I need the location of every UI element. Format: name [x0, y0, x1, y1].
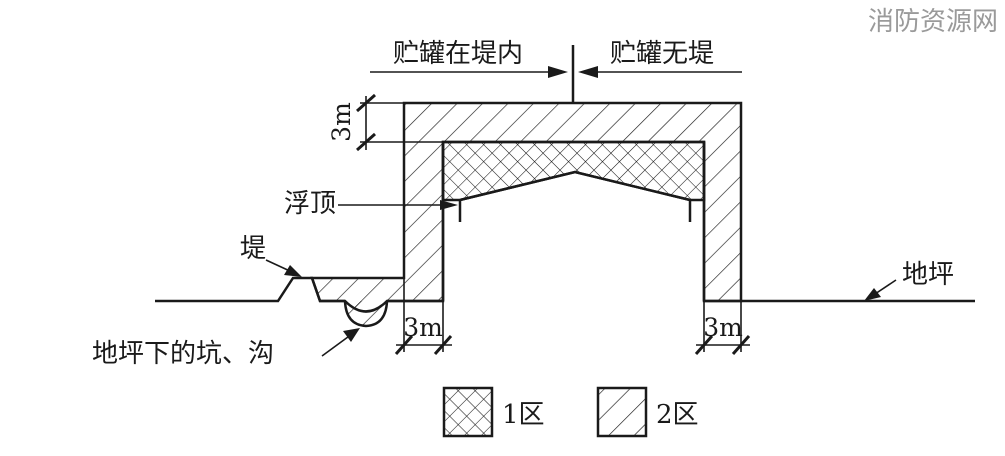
pits-arrowhead: [343, 328, 360, 342]
label-pits-trenches: 地坪下的坑、沟: [92, 339, 274, 369]
label-dike: 堤: [240, 234, 266, 264]
label-width-right-3m: 3m: [703, 313, 743, 342]
legend: 1区 2区: [442, 386, 699, 438]
ground-line: [155, 276, 345, 303]
label-tank-in-dike: 贮罐在堤内: [393, 39, 523, 69]
width-left-tick-b: [433, 335, 453, 355]
width-right-tick-b: [731, 335, 751, 355]
width-right-tick-a: [694, 335, 714, 355]
label-height-3m: 3m: [327, 102, 356, 142]
width-left-tick-a: [394, 335, 414, 355]
pit-trench: [343, 300, 389, 328]
label-width-left-3m: 3m: [403, 313, 443, 342]
zone-2-area: [310, 101, 743, 313]
divider-left-arrowhead: [548, 66, 568, 78]
zone-1-area: [441, 140, 706, 202]
legend-label-zone-2: 2区: [656, 400, 699, 430]
height-dim-tick-top: [356, 93, 376, 113]
floating-roof: [459, 170, 691, 202]
label-tank-no-dike: 贮罐无堤: [610, 39, 714, 69]
height-dim-tick-bottom: [356, 132, 376, 152]
pits-leader: [321, 333, 353, 357]
label-floating-roof: 浮顶: [284, 189, 336, 219]
legend-swatch-zone-1: [442, 386, 494, 438]
legend-swatch-zone-2: [596, 386, 648, 438]
divider-right-arrowhead: [578, 66, 598, 78]
label-ground: 地坪: [902, 260, 954, 290]
watermark-text: 消防资源网: [868, 7, 998, 37]
legend-label-zone-1: 1区: [502, 400, 545, 430]
dike-arrowhead: [284, 265, 302, 277]
floating-roof-arrowhead: [440, 200, 458, 210]
ground-arrowhead: [864, 288, 881, 301]
